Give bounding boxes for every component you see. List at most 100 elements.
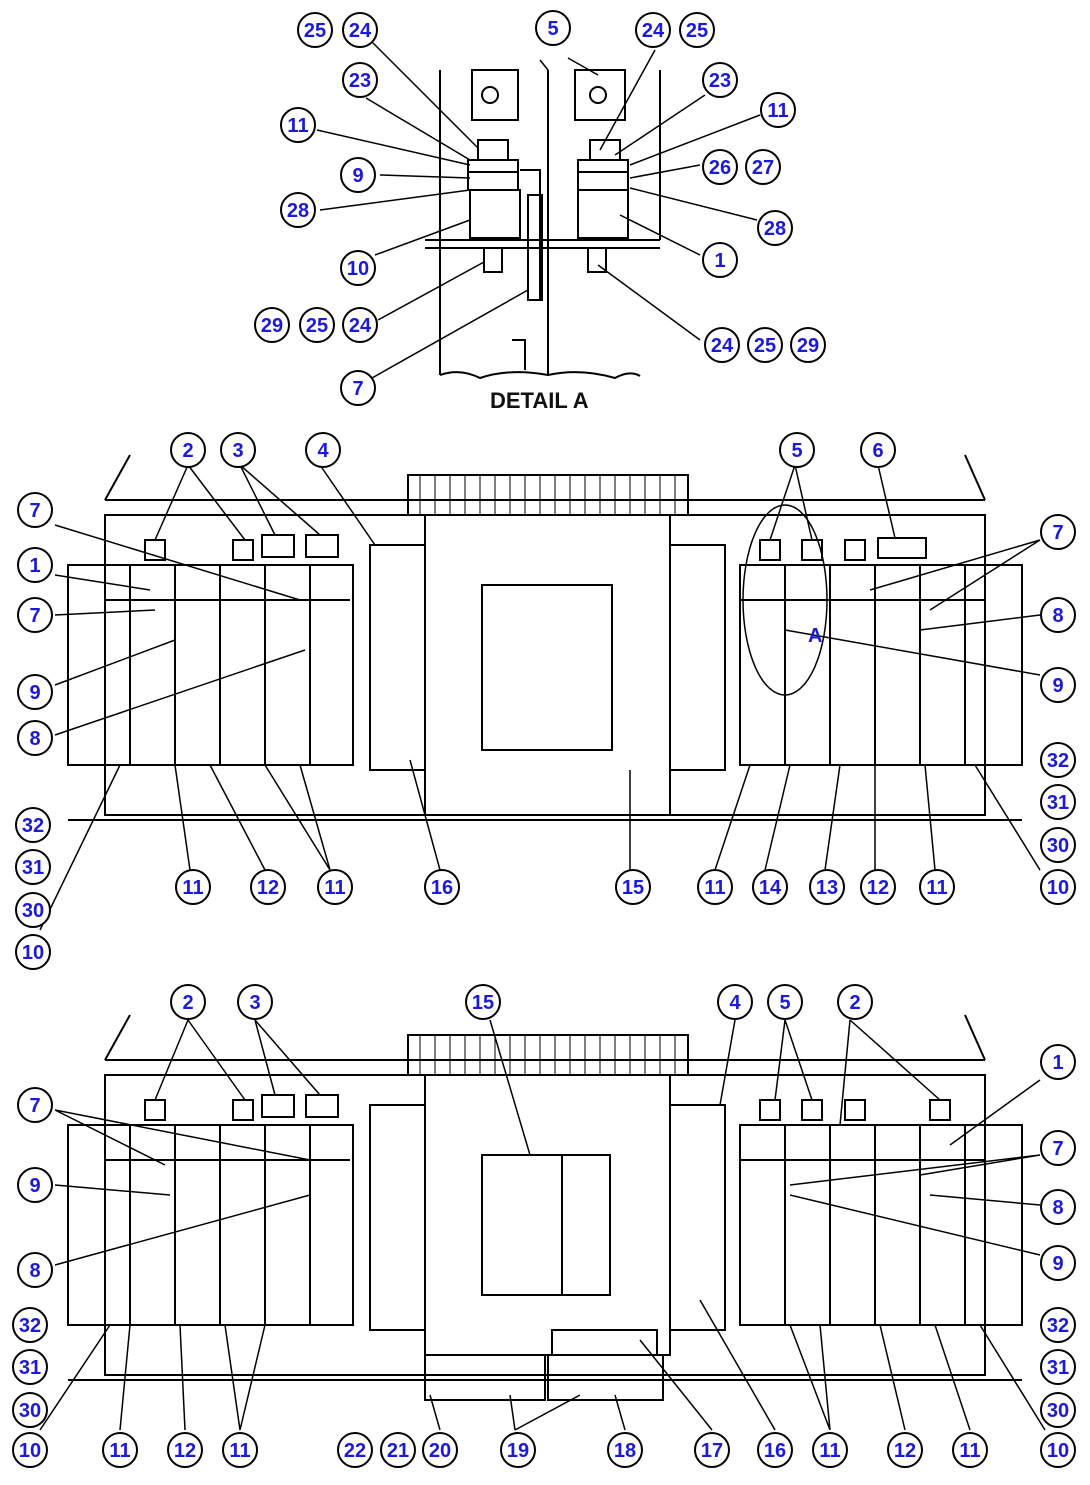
svg-text:24: 24 (711, 335, 734, 357)
callout: 31 (12, 1349, 48, 1385)
svg-text:31: 31 (1047, 1357, 1069, 1379)
callout: 10 (1040, 869, 1076, 905)
svg-text:2: 2 (849, 992, 860, 1014)
svg-text:6: 6 (872, 440, 883, 462)
callout: 11 (812, 1432, 848, 1468)
callout: 28 (757, 210, 793, 246)
callout: 5 (535, 10, 571, 46)
svg-text:11: 11 (926, 877, 947, 899)
callout: 9 (17, 674, 53, 710)
detail-a-marker: A (808, 625, 822, 647)
callout: 31 (1040, 784, 1076, 820)
svg-text:7: 7 (1052, 522, 1063, 544)
svg-text:7: 7 (29, 605, 40, 627)
svg-text:11: 11 (287, 115, 308, 137)
svg-text:8: 8 (29, 1260, 40, 1282)
svg-text:21: 21 (387, 1440, 409, 1462)
svg-text:17: 17 (701, 1440, 723, 1462)
callout: 30 (15, 892, 51, 928)
svg-text:20: 20 (429, 1440, 451, 1462)
callout: 1 (702, 242, 738, 278)
callout: 9 (1040, 667, 1076, 703)
svg-text:10: 10 (1047, 1440, 1069, 1462)
callout: 11 (919, 869, 955, 905)
callout: 2 (170, 984, 206, 1020)
svg-text:1: 1 (714, 250, 725, 272)
svg-text:4: 4 (317, 440, 329, 462)
svg-text:32: 32 (1047, 1315, 1069, 1337)
svg-text:11: 11 (704, 877, 725, 899)
svg-text:1: 1 (29, 555, 40, 577)
top-view-callouts: 2 3 4 5 6 7 7 1 7 8 9 9 8 32 31 30 32 31… (15, 432, 1076, 970)
svg-text:10: 10 (19, 1440, 41, 1462)
callout: 10 (340, 250, 376, 286)
callout: 1 (1040, 1044, 1076, 1080)
callout: 11 (952, 1432, 988, 1468)
callout: 8 (17, 1252, 53, 1288)
callout: 23 (342, 62, 378, 98)
detail-a-callouts: 25 24 5 24 25 23 23 11 11 9 26 27 28 28 … (254, 10, 826, 406)
callout: 21 (380, 1432, 416, 1468)
callout: 3 (237, 984, 273, 1020)
callout: 30 (1040, 827, 1076, 863)
svg-text:24: 24 (349, 315, 372, 337)
callout: 29 (254, 307, 290, 343)
svg-text:32: 32 (19, 1315, 41, 1337)
callout: 11 (697, 869, 733, 905)
callout: 4 (305, 432, 341, 468)
svg-text:32: 32 (1047, 750, 1069, 772)
callout: 10 (1040, 1432, 1076, 1468)
svg-text:9: 9 (352, 165, 363, 187)
detail-a-caption: DETAIL A (490, 388, 589, 413)
callout: 25 (747, 327, 783, 363)
callout: 11 (175, 869, 211, 905)
callout: 32 (1040, 1307, 1076, 1343)
svg-text:26: 26 (709, 157, 731, 179)
svg-text:24: 24 (349, 20, 372, 42)
callout: 8 (17, 720, 53, 756)
callout: 26 (702, 149, 738, 185)
svg-text:15: 15 (472, 992, 494, 1014)
callout: 24 (342, 12, 378, 48)
callout: 11 (760, 92, 796, 128)
svg-text:23: 23 (349, 70, 371, 92)
svg-text:30: 30 (22, 900, 44, 922)
callout: 19 (500, 1432, 536, 1468)
svg-text:27: 27 (752, 157, 774, 179)
callout: 25 (297, 12, 333, 48)
callout: 28 (280, 192, 316, 228)
callout: 12 (167, 1432, 203, 1468)
callout: 12 (887, 1432, 923, 1468)
callout: 1 (17, 547, 53, 583)
callout: 11 (222, 1432, 258, 1468)
svg-text:23: 23 (709, 70, 731, 92)
callout: 20 (422, 1432, 458, 1468)
callout: 16 (424, 869, 460, 905)
bottom-view-callouts: 2 3 15 4 5 2 1 7 7 9 8 8 9 32 31 30 32 3… (12, 984, 1076, 1468)
callout: 13 (809, 869, 845, 905)
svg-text:29: 29 (261, 315, 283, 337)
callout: 10 (15, 934, 51, 970)
svg-text:7: 7 (352, 378, 363, 400)
callout: 16 (757, 1432, 793, 1468)
callout: 32 (15, 807, 51, 843)
callout: 15 (465, 984, 501, 1020)
callout: 6 (860, 432, 896, 468)
svg-text:30: 30 (19, 1400, 41, 1422)
svg-text:25: 25 (686, 20, 708, 42)
svg-text:12: 12 (174, 1440, 196, 1462)
svg-text:28: 28 (764, 218, 786, 240)
svg-text:9: 9 (1052, 675, 1063, 697)
svg-text:9: 9 (1052, 1253, 1063, 1275)
svg-text:25: 25 (304, 20, 326, 42)
svg-text:15: 15 (622, 877, 644, 899)
svg-text:11: 11 (767, 100, 788, 122)
callout: 8 (1040, 1189, 1076, 1225)
callout: 7 (1040, 514, 1076, 550)
svg-text:5: 5 (779, 992, 790, 1014)
top-view-drawing (67, 454, 1023, 821)
svg-text:5: 5 (547, 18, 558, 40)
svg-text:25: 25 (306, 315, 328, 337)
svg-text:12: 12 (894, 1440, 916, 1462)
